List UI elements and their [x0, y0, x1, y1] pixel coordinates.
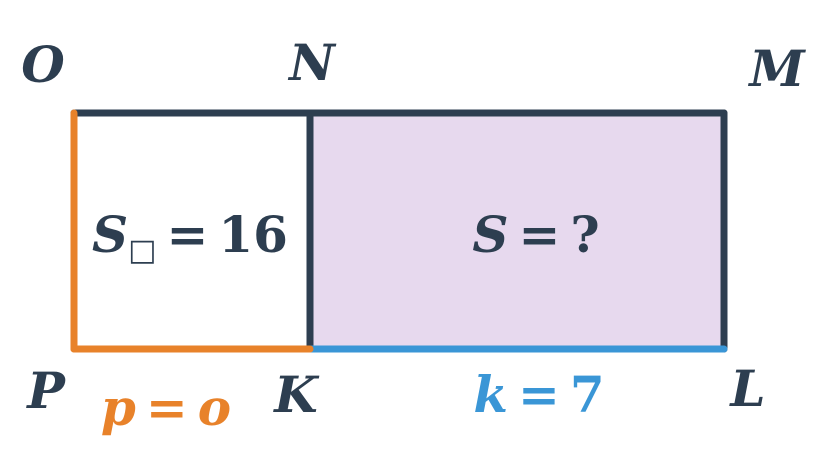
square-area-formula: S□ =16	[92, 205, 288, 268]
side-p-value: o	[198, 378, 231, 437]
side-k-equals: =	[518, 365, 560, 424]
square-area-subscript: □	[128, 233, 156, 268]
point-label-l: L	[728, 359, 765, 418]
side-k-formula: k=7	[473, 365, 604, 424]
square-area-value: 16	[218, 205, 288, 264]
point-label-o: O	[21, 35, 65, 94]
point-label-m: M	[747, 39, 806, 98]
rect-area-symbol: S	[472, 205, 508, 264]
side-p-equals: =	[146, 378, 188, 437]
side-k-value: 7	[570, 365, 605, 424]
rect-area-formula: S=?	[472, 205, 599, 264]
square-area-symbol: S	[92, 205, 128, 264]
rect-area-equals: =	[518, 205, 560, 264]
square-area-equals: =	[166, 205, 208, 264]
rectangle-fill	[310, 113, 724, 349]
side-p-formula: p=o	[101, 378, 231, 437]
side-p-var: p	[101, 378, 136, 437]
point-label-n: N	[287, 33, 337, 92]
point-label-k: K	[272, 365, 320, 424]
point-label-p: P	[25, 361, 66, 420]
rect-area-value: ?	[570, 205, 599, 264]
side-k-var: k	[473, 365, 508, 424]
